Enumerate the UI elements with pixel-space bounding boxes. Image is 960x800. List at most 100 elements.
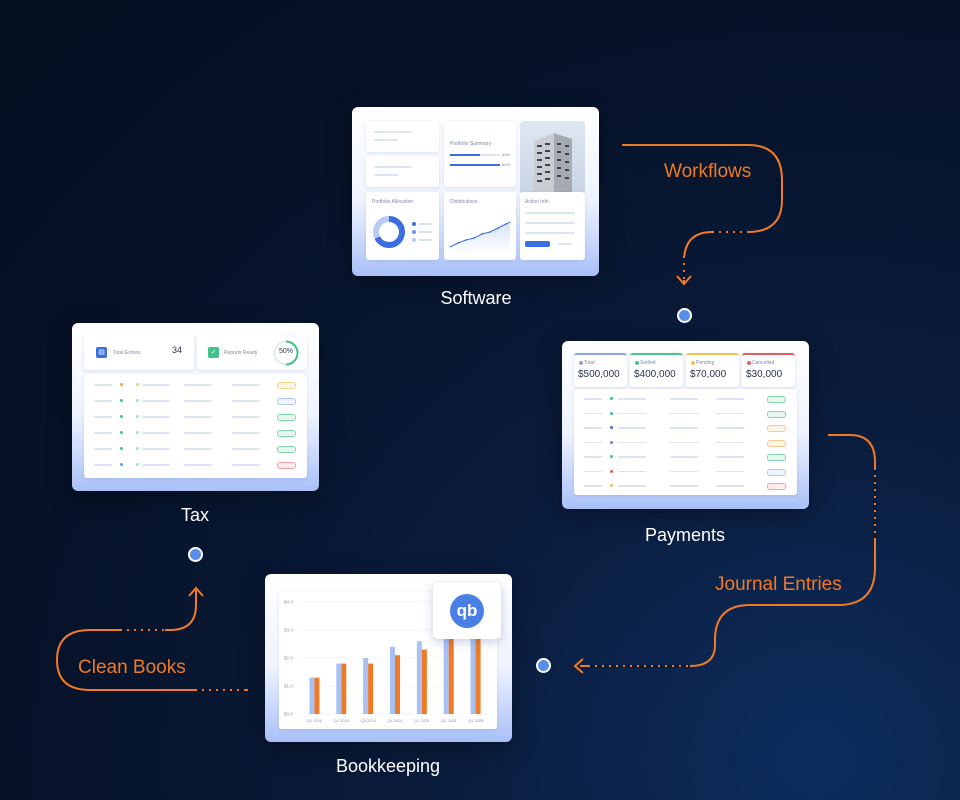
stat-value: $400,000 (634, 369, 676, 380)
progress-bar-a (450, 154, 480, 156)
x-tick-label: Q3 2025 (468, 718, 484, 723)
tax-card: ▤ Total Entries 34 ✓ Reports Ready 50% (72, 323, 319, 491)
reports-ready-ring (273, 340, 299, 366)
portfolio-allocation-panel: Portfolio Allocation (366, 192, 439, 260)
tax-table (84, 374, 307, 478)
bar-q2-2025-s2 (448, 630, 454, 714)
stat-status-icon (747, 361, 751, 365)
table-row (574, 454, 797, 461)
payments-label: Payments (644, 525, 726, 545)
y-tick-label: $3.0 (284, 628, 293, 633)
stat-status-icon (635, 361, 639, 365)
stat-value: $70,000 (690, 369, 727, 380)
software-placeholder-tile (366, 121, 439, 152)
quickbooks-logo-icon: qb (450, 594, 484, 628)
portfolio-summary-title: Portfolio Summary (450, 141, 492, 147)
table-row (84, 430, 307, 437)
x-tick-label: Q1 2024 (307, 718, 323, 723)
bar-q2-2024-s1 (336, 663, 342, 714)
allocation-donut (373, 216, 405, 248)
bar-q3-2025-s2 (475, 613, 481, 714)
table-row (574, 439, 797, 447)
table-row (84, 414, 307, 421)
reports-ready-label: Reports Ready (224, 350, 258, 356)
journal-entries-arrowhead (573, 658, 584, 674)
bookkeeping-label: Bookkeeping (335, 756, 441, 776)
stat-value: $500,000 (578, 369, 620, 380)
bookkeeping-card: $4.0 $3.0 $2.0 $1.0 $0.0 Q1 2024 Q2 2024 Q3 202… (265, 574, 512, 742)
tax-node (188, 547, 203, 562)
action-info-panel: Action Info (520, 192, 585, 260)
payments-card: Total $500,000 Settled $400,000 Pending $70,0… (562, 341, 809, 509)
table-row (574, 410, 797, 418)
stat-label: Total (584, 360, 595, 366)
x-tick-label: Q3 2024 (360, 718, 376, 723)
x-tick-label: Q4 2024 (387, 718, 403, 723)
y-tick-label: $0.0 (284, 712, 293, 717)
total-entries-tile: ▤ Total Entries 34 (84, 335, 194, 370)
action-button[interactable] (525, 241, 550, 247)
stat-label: Pending (696, 360, 715, 366)
bar-q1-2025-s2 (421, 649, 427, 714)
software-label: Software (440, 288, 512, 308)
y-tick-label: $1.0 (284, 684, 293, 689)
y-tick-label: $2.0 (284, 656, 293, 661)
workflows-dots (683, 180, 783, 280)
payments-stat-tile: Total $500,000 (574, 353, 627, 387)
document-icon: ▤ (96, 347, 107, 358)
bar-q3-2024-s1 (363, 658, 369, 714)
bar-q4-2024-s2 (395, 655, 400, 714)
bookkeeping-node (536, 658, 551, 673)
x-tick-label: Q2 2025 (441, 718, 457, 723)
reports-ready-value: 50% (278, 348, 293, 355)
bar-q3-2024-s2 (368, 663, 374, 714)
progress-bar-b (450, 164, 500, 166)
software-placeholder-tile (366, 156, 439, 187)
distributions-panel: Distributions (444, 192, 516, 260)
table-row (84, 462, 307, 469)
reports-icon: ✓ (208, 347, 219, 358)
stat-label: Cancelled (752, 360, 775, 366)
total-entries-label: Total Entries (113, 350, 141, 356)
table-row (84, 398, 307, 405)
bar-q1-2025-s1 (416, 641, 422, 714)
stat-status-icon (579, 361, 583, 365)
stat-status-icon (691, 361, 695, 365)
clean-books-connector (55, 590, 248, 691)
journal-entries-connector (580, 434, 876, 667)
x-tick-label: Q1 2025 (414, 718, 430, 723)
journal-entries-dots (590, 468, 876, 667)
payments-node (677, 308, 692, 323)
table-row (84, 382, 307, 389)
workflows-arrowhead (676, 275, 692, 286)
table-row (84, 446, 307, 453)
tax-label: Tax (180, 505, 209, 525)
clean-books-dots (120, 629, 246, 691)
stat-label: Settled (640, 360, 656, 366)
distributions-title: Distributions (450, 199, 478, 205)
portfolio-summary-panel: Portfolio Summary 60% 80% (444, 121, 516, 187)
y-tick-label: $4.0 (284, 600, 293, 605)
bookkeeping-bar-chart: $4.0 $3.0 $2.0 $1.0 $0.0 Q1 2024 Q2 2024 Q3 202… (284, 600, 489, 723)
stat-value: $30,000 (746, 369, 783, 380)
table-row (574, 468, 797, 476)
payments-stat-tile: Pending $70,000 (686, 353, 739, 387)
bar-q1-2024-s2 (314, 677, 320, 714)
payments-table (574, 389, 797, 495)
clean-books-label: Clean Books (78, 657, 186, 678)
action-info-title: Action Info (525, 199, 549, 205)
table-row (574, 396, 797, 403)
workflows-connector (622, 144, 783, 283)
bar-q4-2024-s1 (390, 646, 395, 714)
software-card: Portfolio Summary 60% 80% (352, 107, 599, 276)
portfolio-allocation-title: Portfolio Allocation (372, 199, 414, 205)
distributions-line-chart (449, 221, 511, 254)
total-entries-value: 34 (171, 345, 182, 355)
bar-q1-2024-s1 (309, 677, 315, 714)
x-tick-label: Q2 2024 (334, 718, 350, 723)
bar-q2-2025-s1 (443, 618, 449, 714)
table-row (574, 483, 797, 490)
payments-stat-tile: Settled $400,000 (630, 353, 683, 387)
reports-ready-tile: ✓ Reports Ready 50% (197, 335, 307, 370)
